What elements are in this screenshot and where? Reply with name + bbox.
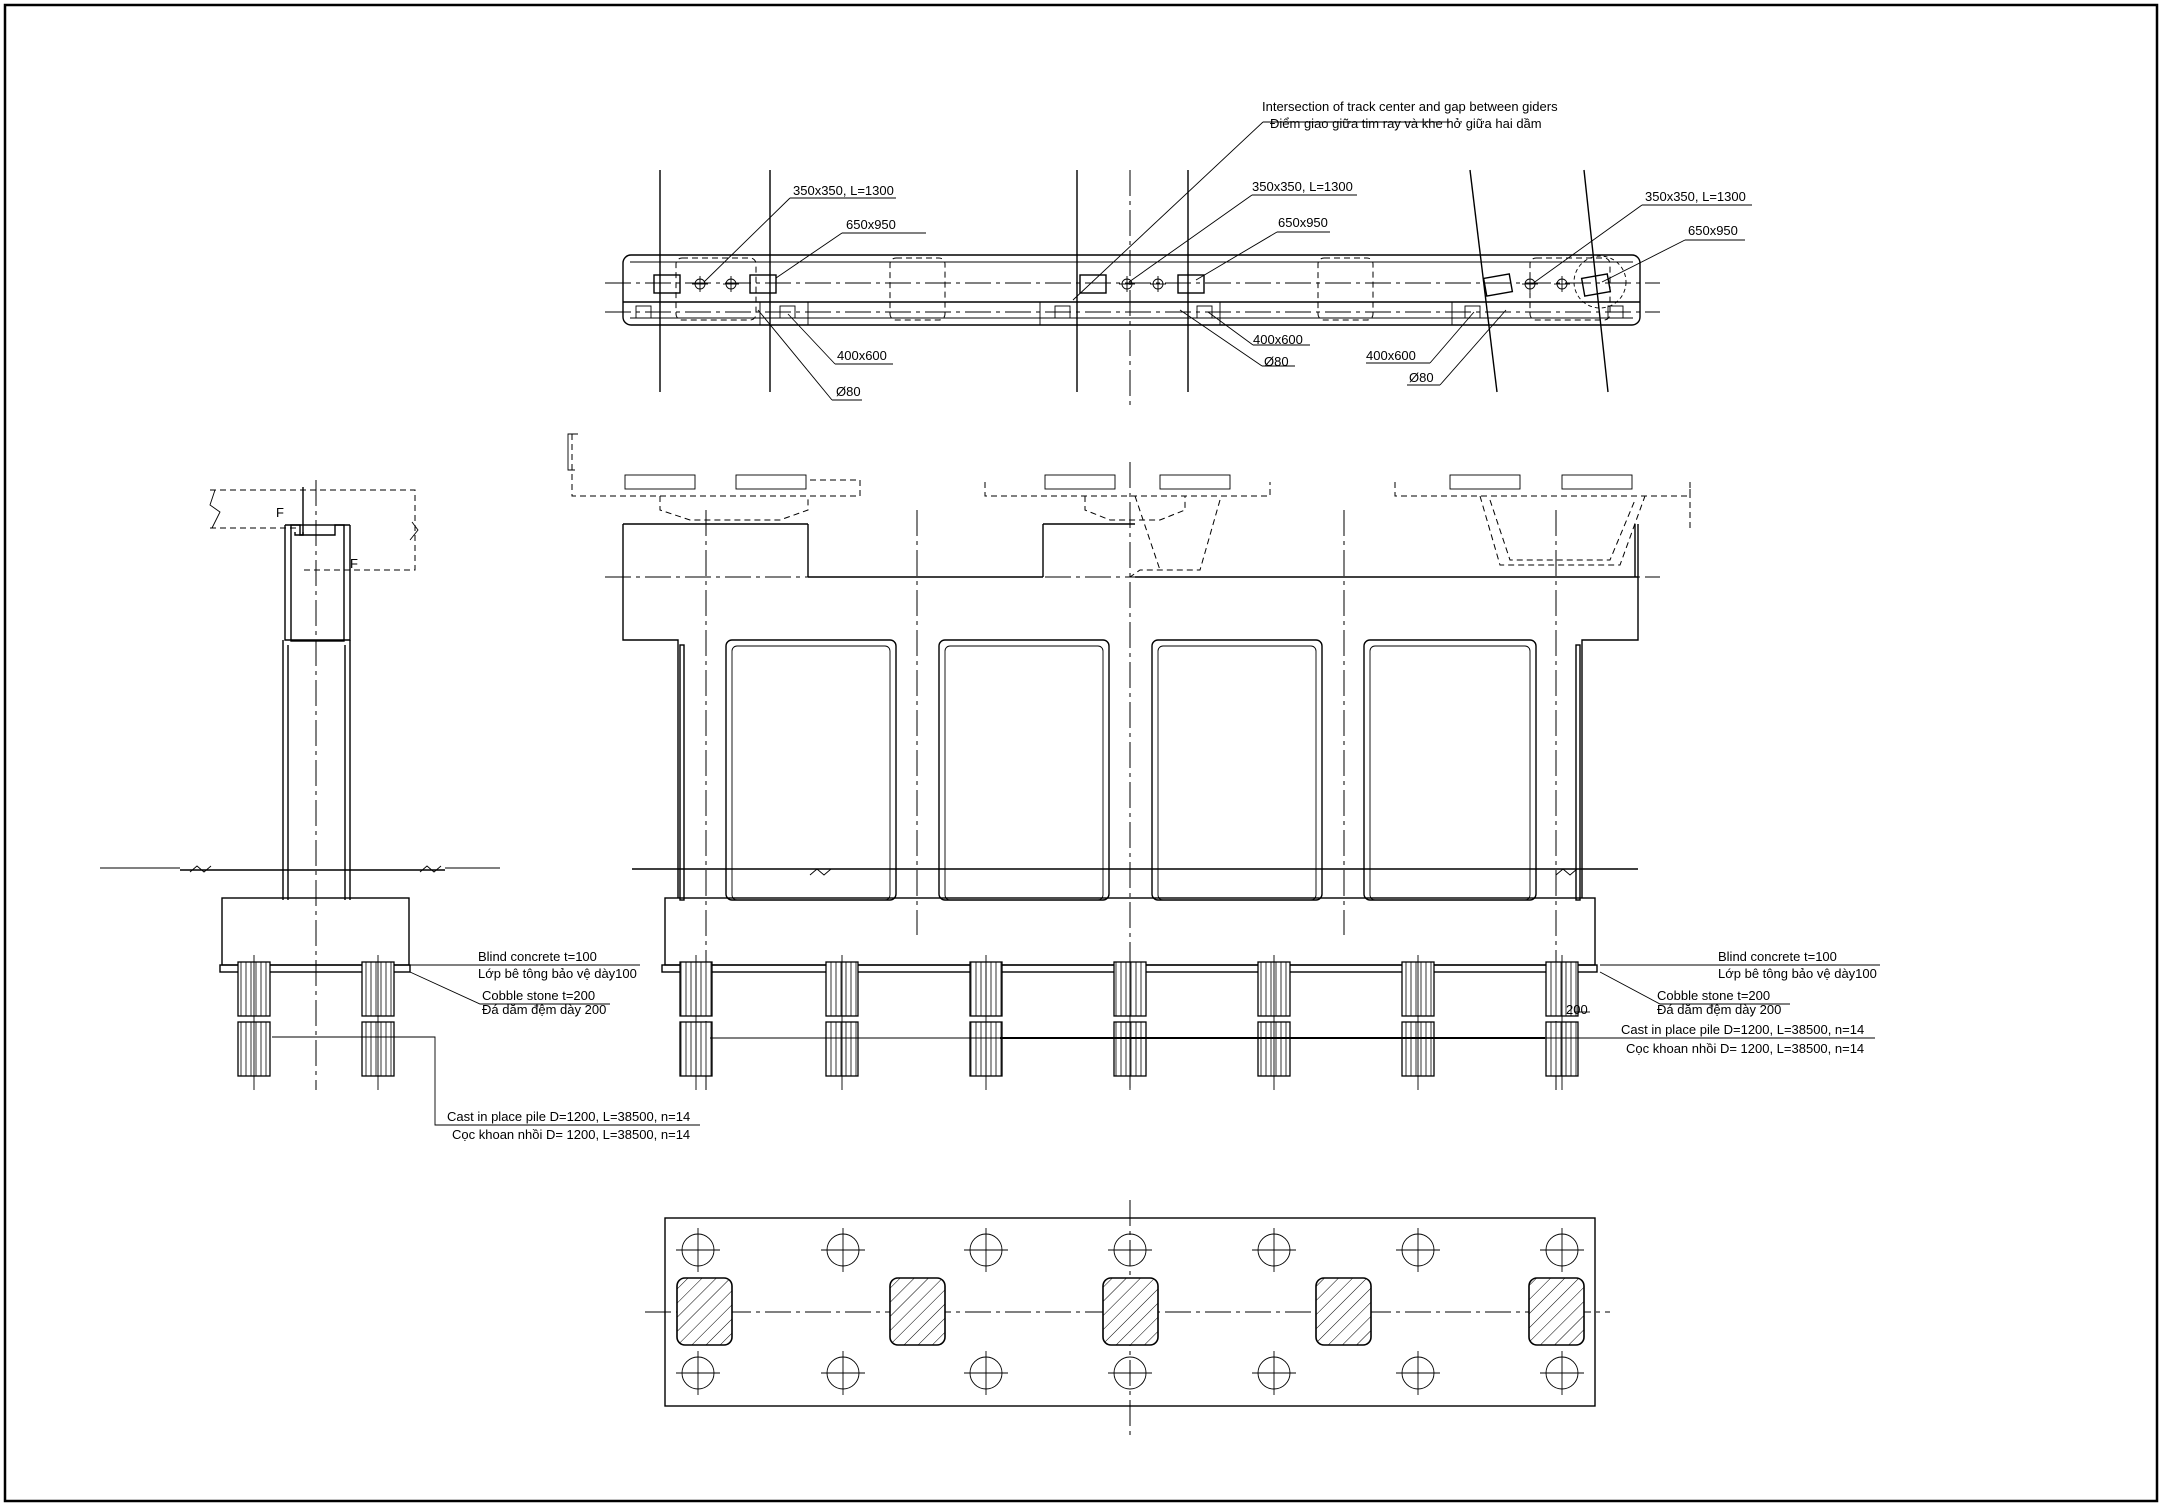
intersection-label-vi: Điểm giao giữa tim ray và khe hở giữa ha… (1270, 116, 1542, 131)
pile-350-label-2: 350x350, L=1300 (1252, 179, 1353, 194)
diameter-80-label-3: Ø80 (1409, 370, 1434, 385)
cobble-stone-label-en: Cobble stone t=200 (482, 988, 595, 1003)
piles-elevation (237, 955, 1579, 1090)
ground-symbols (189, 865, 1578, 876)
drain-400-label-1: 400x600 (837, 348, 887, 363)
drain-400-label-3: 400x600 (1366, 348, 1416, 363)
section-mark-f2: F (350, 556, 358, 571)
pile-label-en: Cast in place pile D=1200, L=38500, n=14 (447, 1109, 690, 1124)
cobble-stone-label-vi-right: Đá dăm đệm dày 200 (1657, 1002, 1781, 1017)
cobble-stone-label-en-right: Cobble stone t=200 (1657, 988, 1770, 1003)
diameter-80-label-1: Ø80 (836, 384, 861, 399)
pile-350-label-3: 350x350, L=1300 (1645, 189, 1746, 204)
bearing-650-label-2: 650x950 (1278, 215, 1328, 230)
pile-label-en-right: Cast in place pile D=1200, L=38500, n=14 (1621, 1022, 1864, 1037)
diameter-80-label-2: Ø80 (1264, 354, 1289, 369)
pile-label-vi: Cọc khoan nhồi D= 1200, L=38500, n=14 (452, 1127, 690, 1142)
blind-concrete-label-en-right: Blind concrete t=100 (1718, 949, 1837, 964)
pier-side-elevation (100, 480, 500, 1090)
section-mark-f1: F (276, 505, 284, 520)
drain-400-label-2: 400x600 (1253, 332, 1303, 347)
pile-cap-plan (645, 1200, 1610, 1440)
blind-concrete-label-vi: Lớp bê tông bảo vệ dày100 (478, 966, 637, 981)
pile-label-vi-right: Cọc khoan nhồi D= 1200, L=38500, n=14 (1626, 1041, 1864, 1056)
foundation-leaders (272, 964, 1880, 1126)
bearing-650-label-1: 650x950 (846, 217, 896, 232)
pile-350-label-1: 350x350, L=1300 (793, 183, 894, 198)
intersection-label-en: Intersection of track center and gap bet… (1262, 99, 1558, 114)
blind-concrete-label-en: Blind concrete t=100 (478, 949, 597, 964)
dimension-200-label: 200 (1566, 1002, 1588, 1017)
blind-concrete-label-vi-right: Lớp bê tông bảo vệ dày100 (1718, 966, 1877, 981)
sheet-border (3, 3, 2159, 1503)
bearing-650-label-3: 650x950 (1688, 223, 1738, 238)
pier-cap-plan (605, 121, 1752, 410)
cobble-stone-label-vi: Đá dăm đệm dày 200 (482, 1002, 606, 1017)
